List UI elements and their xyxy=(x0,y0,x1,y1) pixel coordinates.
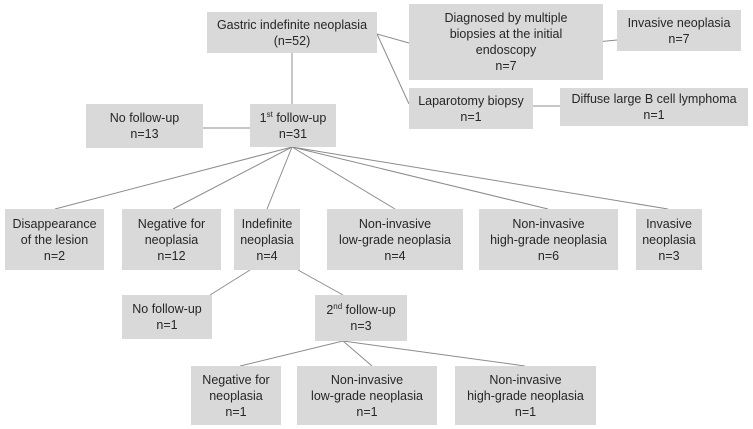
edge-followup1-to-negative xyxy=(172,146,293,210)
node-diffuse-large-b-cell-lymphoma: Diffuse large B cell lymphoma n=1 xyxy=(560,88,748,126)
edge-followup1-to-indefinite xyxy=(266,146,293,210)
node-gastric-indefinite-neoplasia: Gastric indefinite neoplasia (n=52) xyxy=(207,12,377,53)
node-indefinite-neoplasia: Indefinite neoplasia n=4 xyxy=(234,209,300,270)
edge-followup1-to-lowgrade xyxy=(291,146,396,210)
edge-indefinite-to-nofollowup2 xyxy=(209,269,251,296)
node-disappearance-of-lesion: Disappearance of the lesion n=2 xyxy=(5,209,104,270)
node-negative-for-neoplasia-1: Negative for neoplasia n=1 xyxy=(191,366,281,425)
edge-followup2-to-negative2 xyxy=(239,340,344,367)
node-negative-for-neoplasia-12: Negative for neoplasia n=12 xyxy=(122,209,221,270)
node-no-follow-up-13: No follow-up n=13 xyxy=(86,104,203,148)
node-second-follow-up: 2nd follow-up n=3 xyxy=(315,295,407,341)
node-laparotomy-biopsy: Laparotomy biopsy n=1 xyxy=(409,88,533,129)
edge-followup1-to-disappearance xyxy=(54,146,293,210)
node-noninvasive-low-grade-1: Non-invasive low-grade neoplasia n=1 xyxy=(297,366,437,425)
node-noninvasive-low-grade-4: Non-invasive low-grade neoplasia n=4 xyxy=(327,209,463,270)
node-no-follow-up-1: No follow-up n=1 xyxy=(122,295,212,339)
edge-root-to-laparotomy xyxy=(376,33,410,105)
edge-followup1-to-highgrade xyxy=(291,146,549,210)
edge-followup2-to-highgrade2 xyxy=(342,340,526,367)
node-invasive-neoplasia-3: Invasive neoplasia n=3 xyxy=(636,209,702,270)
edge-followup1-to-invasive xyxy=(291,146,669,210)
node-invasive-neoplasia-top: Invasive neoplasia n=7 xyxy=(617,10,741,51)
edge-root-to-multibiopsies xyxy=(376,33,410,44)
node-multiple-biopsies: Diagnosed by multiple biopsies at the in… xyxy=(409,4,603,80)
edge-indefinite-to-followup2 xyxy=(297,269,344,296)
node-first-follow-up: 1st follow-up n=31 xyxy=(250,104,336,147)
node-noninvasive-high-grade-6: Non-invasive high-grade neoplasia n=6 xyxy=(479,209,618,270)
node-noninvasive-high-grade-1: Non-invasive high-grade neoplasia n=1 xyxy=(455,366,596,425)
edge-followup2-to-lowgrade2 xyxy=(342,340,373,367)
